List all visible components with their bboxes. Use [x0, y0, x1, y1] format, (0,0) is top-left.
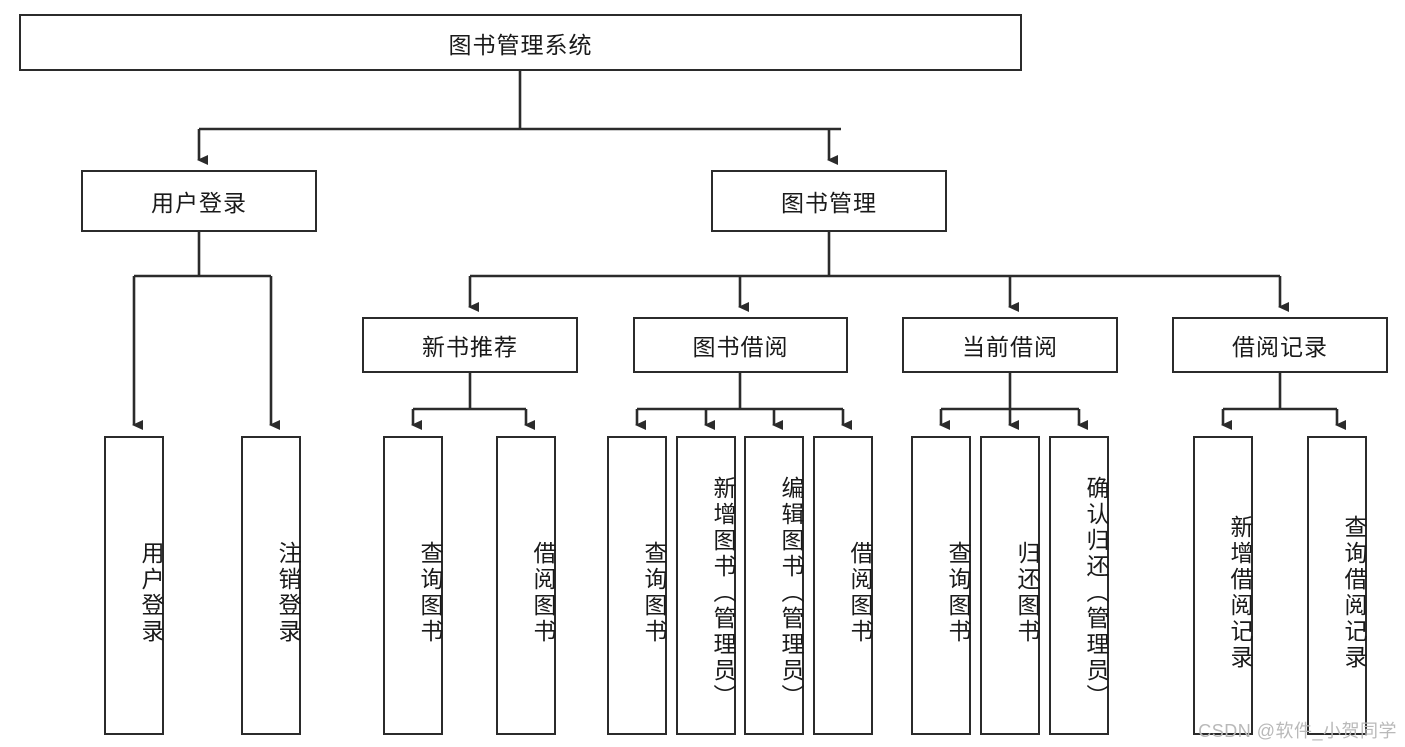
- node-user-login[interactable]: 用户登录: [81, 170, 317, 232]
- node-label: 查询图书: [641, 540, 667, 645]
- node-book-management[interactable]: 图书管理: [711, 170, 947, 232]
- leaf-book-borrow-query[interactable]: 查询图书: [607, 436, 667, 735]
- node-label: 新增借阅记录: [1227, 514, 1253, 671]
- leaf-new-book-borrow[interactable]: 借阅图书: [496, 436, 556, 735]
- leaf-borrow-record-query[interactable]: 查询借阅记录: [1307, 436, 1367, 735]
- node-label: 借阅图书: [847, 540, 873, 645]
- node-label: 查询图书: [945, 540, 971, 645]
- leaf-book-borrow-edit[interactable]: 编辑图书（管理员）: [744, 436, 804, 735]
- leaf-book-borrow-add[interactable]: 新增图书（管理员）: [676, 436, 736, 735]
- node-label: 查询图书: [417, 540, 443, 645]
- csdn-watermark: CSDN @软件_小贺同学: [1198, 721, 1397, 741]
- leaf-current-borrow-query[interactable]: 查询图书: [911, 436, 971, 735]
- node-label: 借阅记录: [1232, 334, 1328, 360]
- leaf-book-borrow-lend[interactable]: 借阅图书: [813, 436, 873, 735]
- node-label: 用户登录: [151, 190, 247, 216]
- node-new-book-recommend[interactable]: 新书推荐: [362, 317, 578, 373]
- node-label: 图书管理: [781, 190, 877, 216]
- leaf-new-book-query[interactable]: 查询图书: [383, 436, 443, 735]
- node-label: 借阅图书: [530, 540, 556, 645]
- node-label: 新书推荐: [422, 334, 518, 360]
- node-book-borrow[interactable]: 图书借阅: [633, 317, 848, 373]
- node-label: 新增图书（管理员）: [710, 475, 736, 710]
- node-label: 图书管理系统: [448, 31, 593, 58]
- leaf-borrow-record-add[interactable]: 新增借阅记录: [1193, 436, 1253, 735]
- node-label: 注销登录: [275, 540, 301, 645]
- node-label: 归还图书: [1014, 540, 1040, 645]
- leaf-current-borrow-confirm-return[interactable]: 确认归还（管理员）: [1049, 436, 1109, 735]
- node-label: 当前借阅: [962, 334, 1058, 360]
- node-label: 确认归还（管理员）: [1083, 475, 1109, 710]
- node-label: 用户登录: [138, 540, 164, 645]
- node-borrow-record[interactable]: 借阅记录: [1172, 317, 1388, 373]
- node-label: 编辑图书（管理员）: [778, 475, 804, 710]
- leaf-current-borrow-return[interactable]: 归还图书: [980, 436, 1040, 735]
- node-root-book-management-system[interactable]: 图书管理系统: [19, 14, 1022, 71]
- node-label: 查询借阅记录: [1341, 514, 1367, 671]
- leaf-user-login-signin[interactable]: 用户登录: [104, 436, 164, 735]
- node-current-borrow[interactable]: 当前借阅: [902, 317, 1118, 373]
- leaf-user-login-signout[interactable]: 注销登录: [241, 436, 301, 735]
- node-label: 图书借阅: [692, 334, 789, 360]
